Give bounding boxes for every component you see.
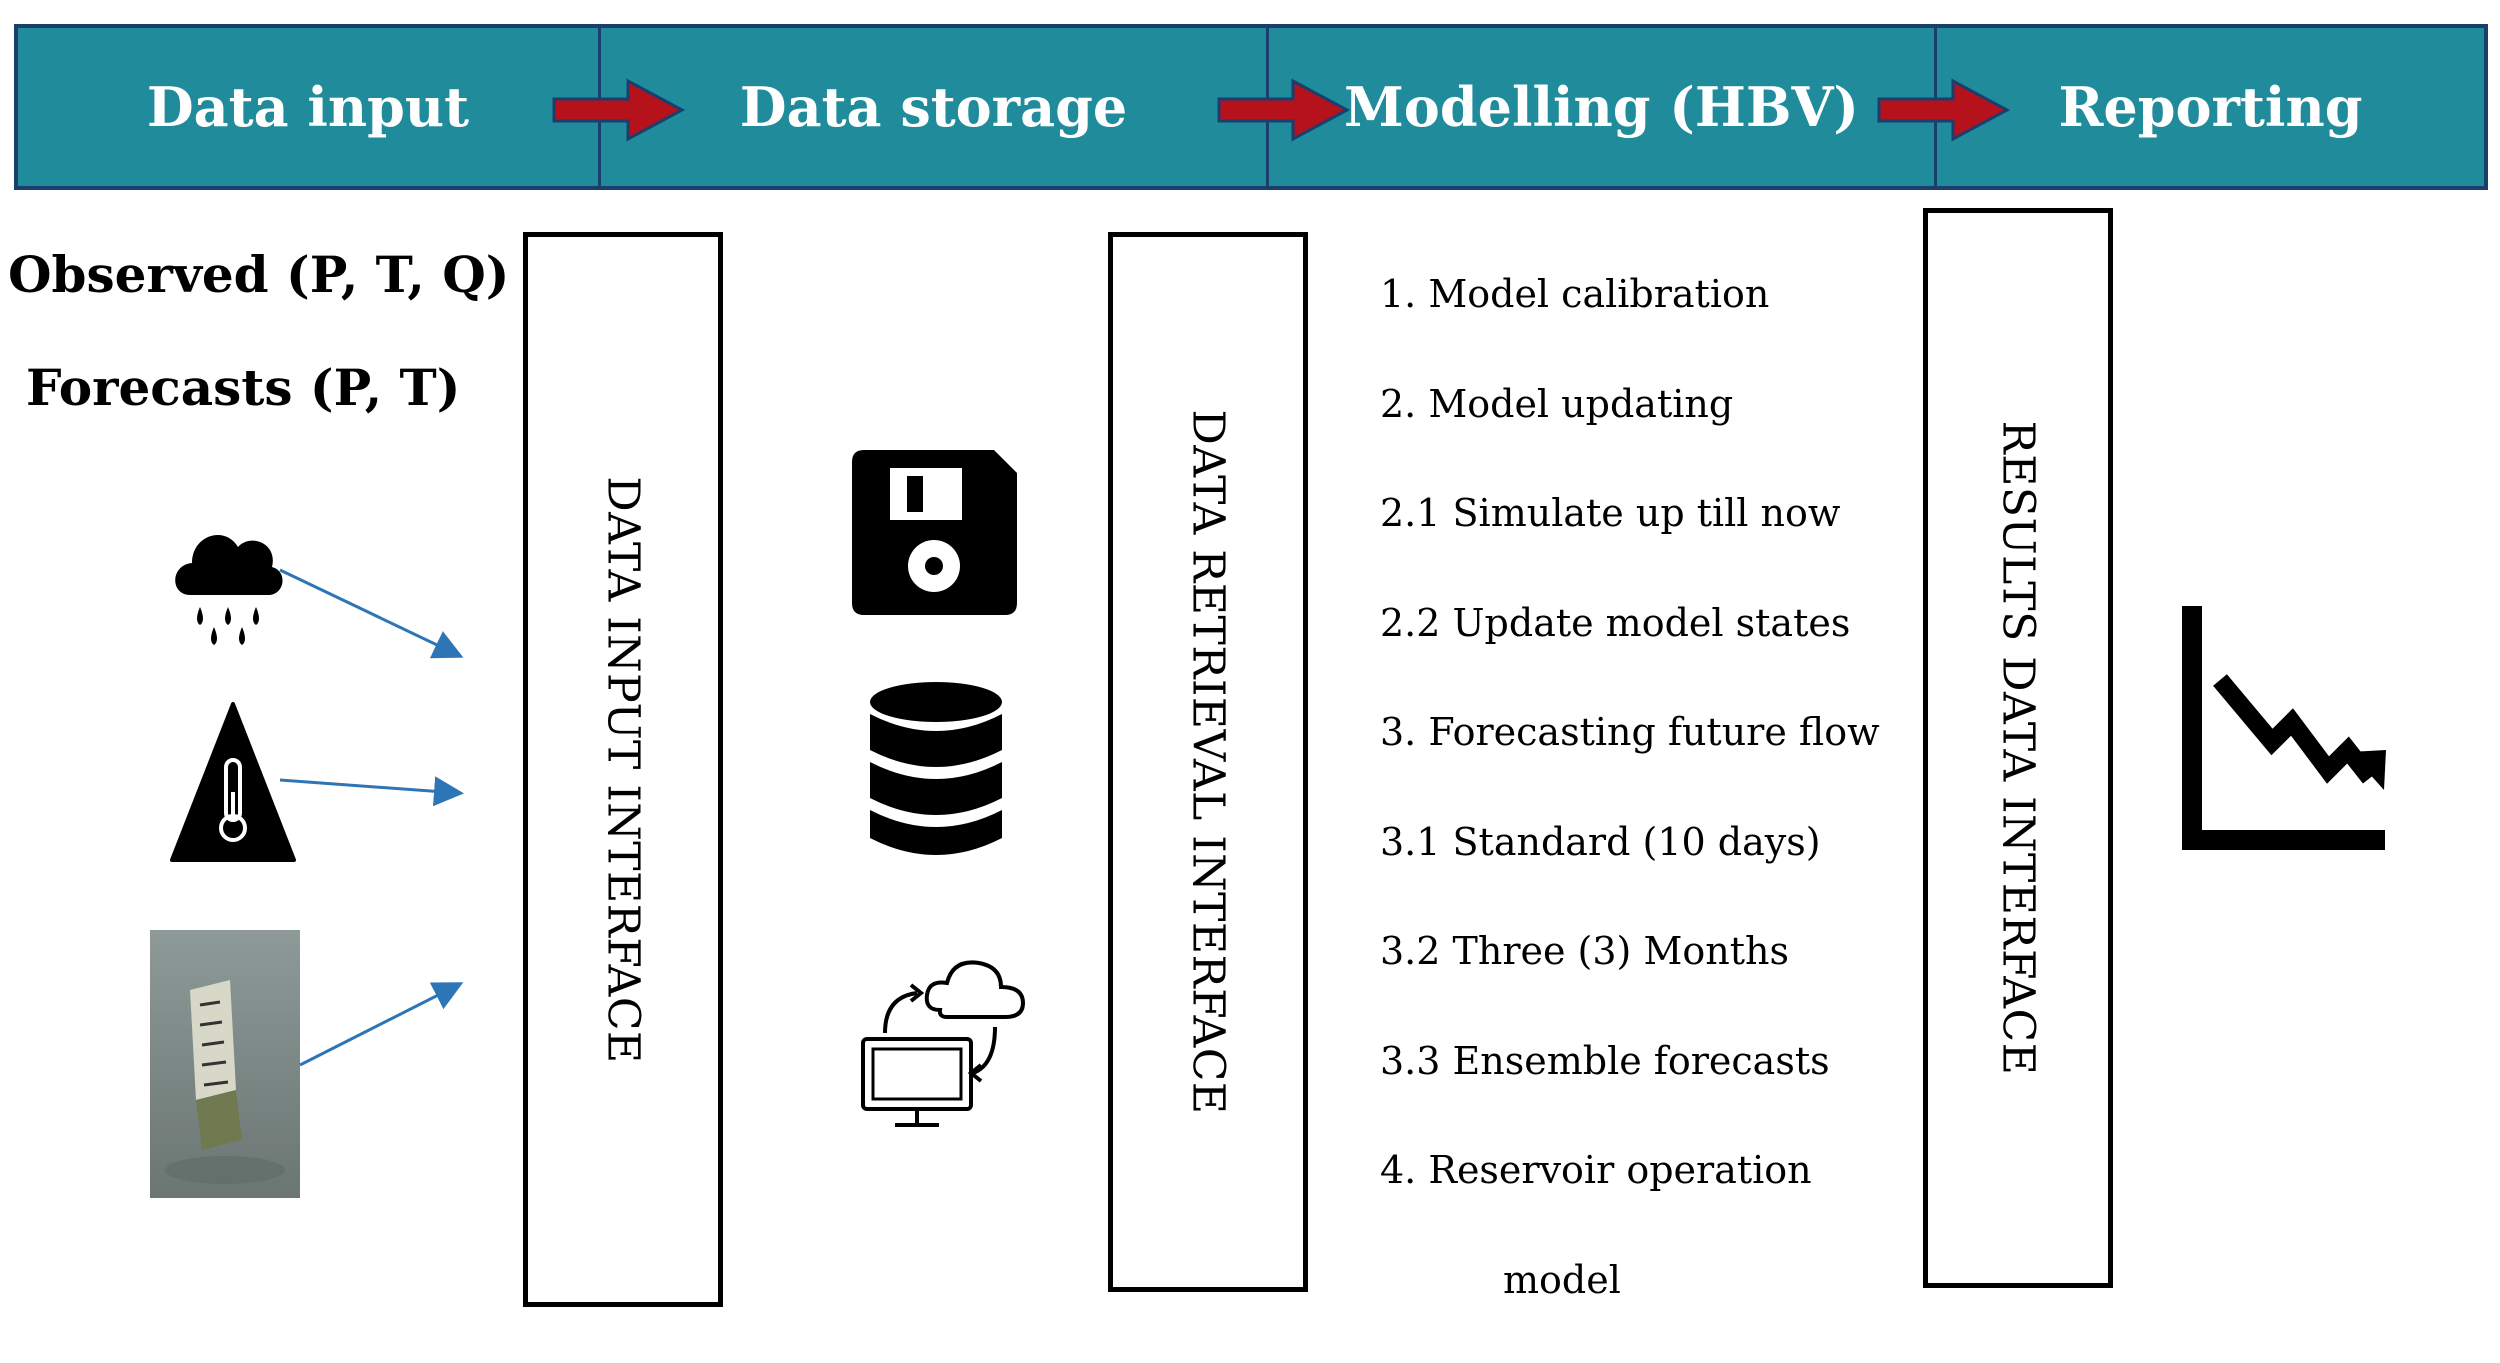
modelling-steps-list: 1. Model calibration 2. Model updating 2…: [1380, 268, 1880, 1363]
list-item: 1. Model calibration: [1380, 268, 1880, 378]
list-item: 4. Reservoir operation: [1380, 1144, 1880, 1254]
floppy-disk-icon: [852, 450, 1017, 615]
list-item: 3.2 Three (3) Months: [1380, 925, 1880, 1035]
stage-reporting: Reporting: [1937, 28, 2484, 186]
list-item: 2.1 Simulate up till now: [1380, 487, 1880, 597]
database-icon: [866, 680, 1006, 860]
list-item: 3.3 Ensemble forecasts: [1380, 1035, 1880, 1145]
data-input-interface-label: DATA INPUT INTERFACE: [598, 476, 649, 1063]
observed-label: Observed (P, T, Q): [8, 245, 509, 304]
stage-data-storage: Data storage: [601, 28, 1266, 186]
results-data-interface: RESULTS DATA INTERFACE: [1923, 208, 2113, 1288]
list-item: 3.1 Standard (10 days): [1380, 816, 1880, 926]
data-input-interface: DATA INPUT INTERFACE: [523, 232, 723, 1307]
list-item: 3. Forecasting future flow: [1380, 706, 1880, 816]
stage-modelling: Modelling (HBV): [1269, 28, 1934, 186]
forecasts-label: Forecasts (P, T): [26, 358, 460, 417]
data-retrieval-interface: DATA RETRIEVAL INTERFACE: [1108, 232, 1308, 1292]
results-data-interface-label: RESULTS DATA INTERFACE: [1993, 421, 2044, 1076]
list-item: 2.2 Update model states: [1380, 597, 1880, 707]
input-connectors: [270, 555, 470, 1075]
cloud-sync-icon: [855, 935, 1055, 1135]
stage-arrow-icon: [1215, 75, 1355, 145]
stage-arrow-icon: [1875, 75, 2015, 145]
data-retrieval-interface-label: DATA RETRIEVAL INTERFACE: [1183, 409, 1234, 1114]
declining-chart-icon: [2180, 600, 2390, 860]
list-item: 2. Model updating: [1380, 378, 1880, 488]
rain-cloud-icon: [170, 515, 285, 655]
list-item: model: [1380, 1254, 1880, 1363]
stage-arrow-icon: [550, 75, 690, 145]
stage-data-input: Data input: [18, 28, 598, 186]
